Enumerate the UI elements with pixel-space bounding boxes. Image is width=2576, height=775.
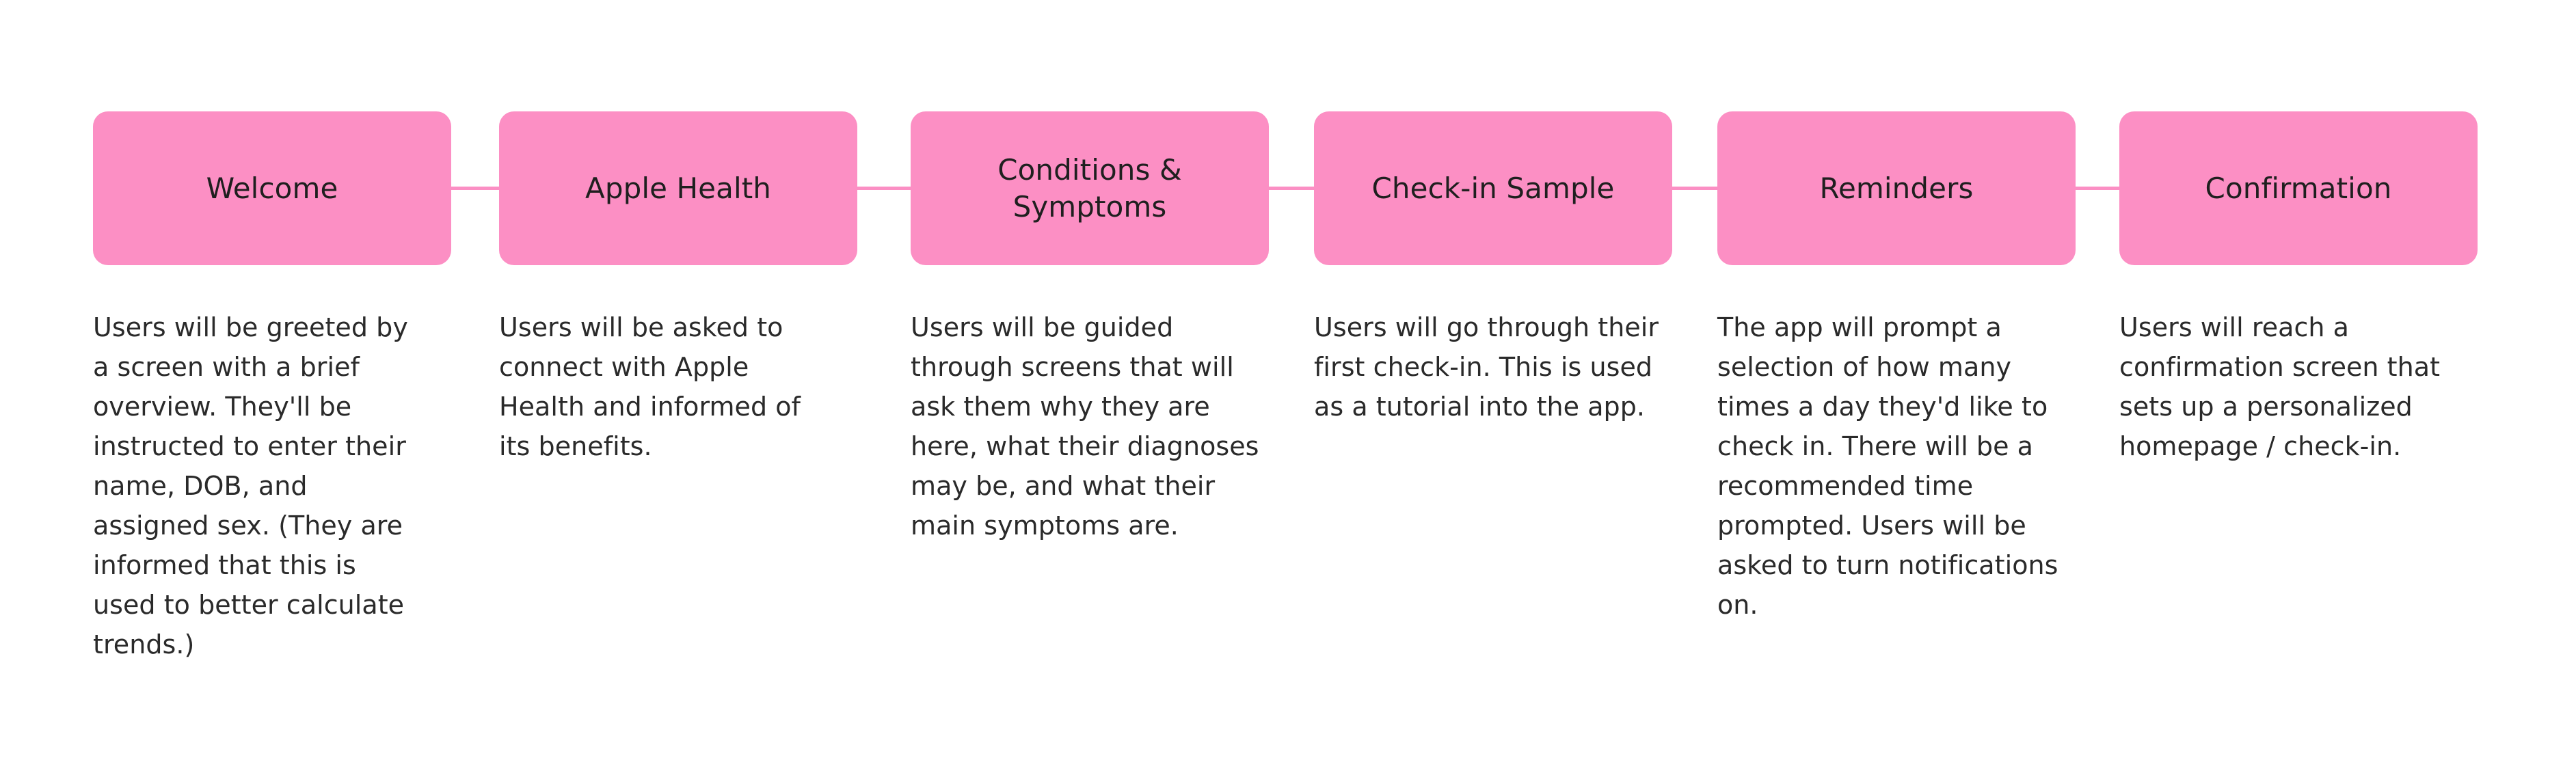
step-box-welcome[interactable]: Welcome [93,111,451,265]
connector-line-2 [856,187,912,190]
step-box-apple-health[interactable]: Apple Health [499,111,857,265]
step-title-apple-health: Apple Health [585,171,772,205]
step-description-welcome: Users will be greeted by a screen with a… [93,312,408,660]
flow-step-reminders[interactable]: Reminders The app will prompt a selectio… [1717,111,2076,625]
connector-line-5 [2074,187,2121,190]
step-description-reminders: The app will prompt a selection of how m… [1717,312,2058,620]
step-title-conditions-symptoms: Conditions & Symptoms [997,152,1182,223]
connector-line-3 [1267,187,1315,190]
step-box-confirmation[interactable]: Confirmation [2119,111,2478,265]
step-box-reminders[interactable]: Reminders [1717,111,2076,265]
flow-step-welcome[interactable]: Welcome Users will be greeted by a scree… [93,111,451,664]
step-title-confirmation: Confirmation [2205,171,2392,205]
step-box-check-in-sample[interactable]: Check-in Sample [1314,111,1672,265]
step-title-check-in-sample: Check-in Sample [1371,171,1615,205]
step-description-apple-health: Users will be asked to connect with Appl… [499,312,801,461]
step-title-welcome: Welcome [206,171,338,205]
step-title-reminders: Reminders [1819,171,1974,205]
connector-line-1 [450,187,500,190]
flow-step-confirmation[interactable]: Confirmation Users will reach a confirma… [2119,111,2478,466]
step-description-conditions-symptoms: Users will be guided through screens tha… [911,312,1259,541]
step-description-check-in-sample: Users will go through their first check-… [1314,312,1659,422]
flow-step-apple-health[interactable]: Apple Health Users will be asked to conn… [499,111,857,466]
step-box-conditions-symptoms[interactable]: Conditions & Symptoms [911,111,1269,265]
connector-line-4 [1671,187,1719,190]
flow-step-check-in-sample[interactable]: Check-in Sample Users will go through th… [1314,111,1672,426]
step-description-confirmation: Users will reach a confirmation screen t… [2119,312,2441,461]
flow-step-conditions-symptoms[interactable]: Conditions & Symptoms Users will be guid… [911,111,1269,545]
